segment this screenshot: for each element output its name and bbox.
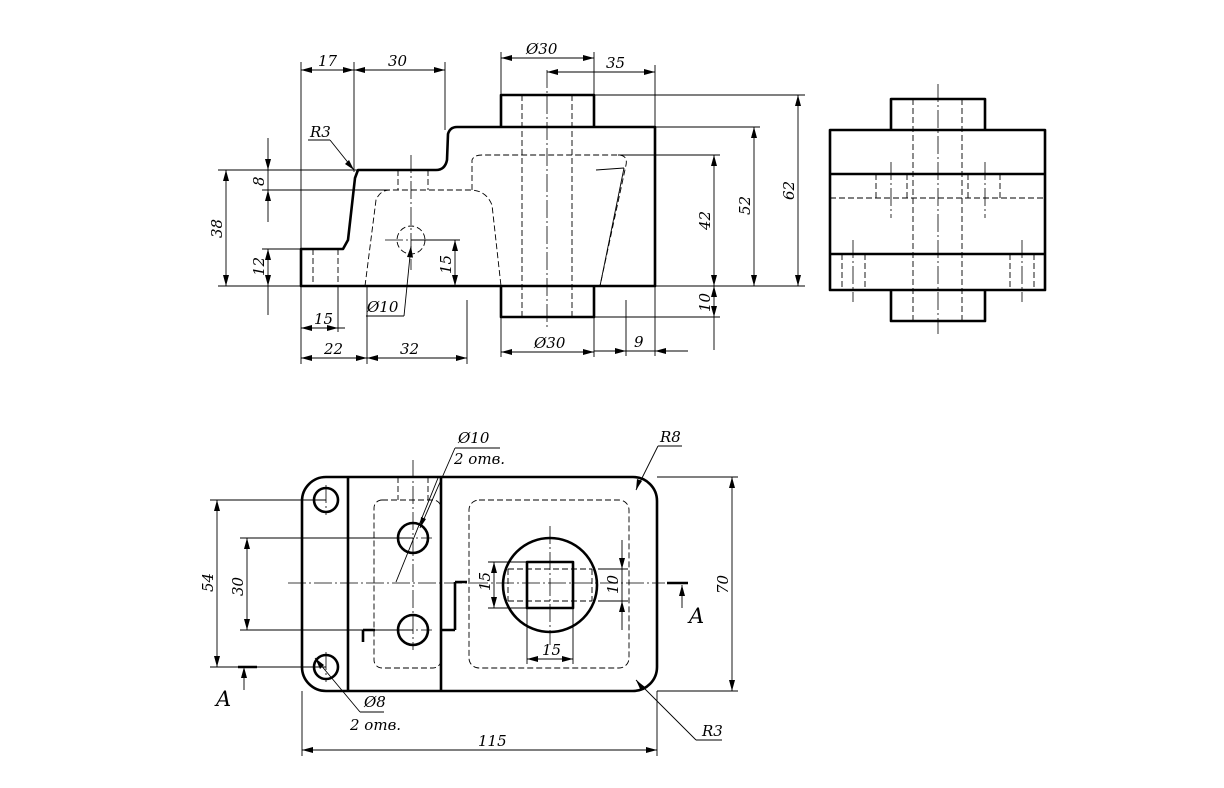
dim-10-boss: 10 xyxy=(696,292,714,312)
dim-15-bottom: 15 xyxy=(314,310,333,328)
dim-r3-plan: R3 xyxy=(701,722,723,740)
front-hidden-cavity xyxy=(471,154,627,287)
front-hidden-left-pocket xyxy=(364,189,502,287)
front-boss-top xyxy=(499,93,596,127)
section-label-a-right: A xyxy=(687,604,704,628)
dim-12: 12 xyxy=(250,257,268,276)
dim-62: 62 xyxy=(780,181,798,200)
section-cut-line xyxy=(361,580,467,642)
front-thin-line-2 xyxy=(599,167,625,287)
dim-holes-2-b: 2 отв. xyxy=(349,716,401,734)
dim-17: 17 xyxy=(318,52,338,70)
dim-dia8: Ø8 xyxy=(363,693,386,711)
section-label-a-left: A xyxy=(214,687,231,711)
dim-52: 52 xyxy=(736,196,754,215)
dim-70: 70 xyxy=(714,574,732,594)
dim-r8: R8 xyxy=(659,428,681,446)
dim-15-hole: 15 xyxy=(437,255,455,274)
dim-dia10-plan: Ø10 xyxy=(457,429,490,447)
front-dimensions: 17 30 Ø30 35 R3 38 8 12 xyxy=(208,40,805,364)
dim-30: 30 xyxy=(388,52,408,70)
dim-r3-front: R3 xyxy=(309,123,331,141)
front-thin-line xyxy=(595,167,625,171)
dim-15-square-v: 15 xyxy=(476,572,494,591)
dim-10-plan: 10 xyxy=(604,574,622,594)
dim-32: 32 xyxy=(400,340,419,358)
dim-115: 115 xyxy=(478,732,507,750)
plan-dimensions: Ø10 2 отв. R8 54 30 70 15 1 xyxy=(199,428,738,756)
dim-38: 38 xyxy=(208,219,226,238)
dim-8: 8 xyxy=(250,176,268,186)
dim-22: 22 xyxy=(323,340,343,358)
plan-view: A A xyxy=(214,460,704,711)
plan-view-outline xyxy=(300,475,659,693)
dim-42: 42 xyxy=(696,211,714,231)
side-view xyxy=(828,84,1047,334)
side-view-body xyxy=(828,128,1047,292)
dim-dia10-front: Ø10 xyxy=(366,298,399,316)
dim-35: 35 xyxy=(606,54,625,72)
dim-30-plan: 30 xyxy=(229,576,247,596)
dim-9: 9 xyxy=(634,333,644,351)
dim-dia30-bottom: Ø30 xyxy=(533,334,566,352)
dim-54: 54 xyxy=(199,573,217,592)
front-boss-bottom xyxy=(499,286,596,319)
dim-15-square-h: 15 xyxy=(542,641,561,659)
dim-holes-2-a: 2 отв. xyxy=(453,450,505,468)
dim-dia30-top: Ø30 xyxy=(525,40,558,58)
